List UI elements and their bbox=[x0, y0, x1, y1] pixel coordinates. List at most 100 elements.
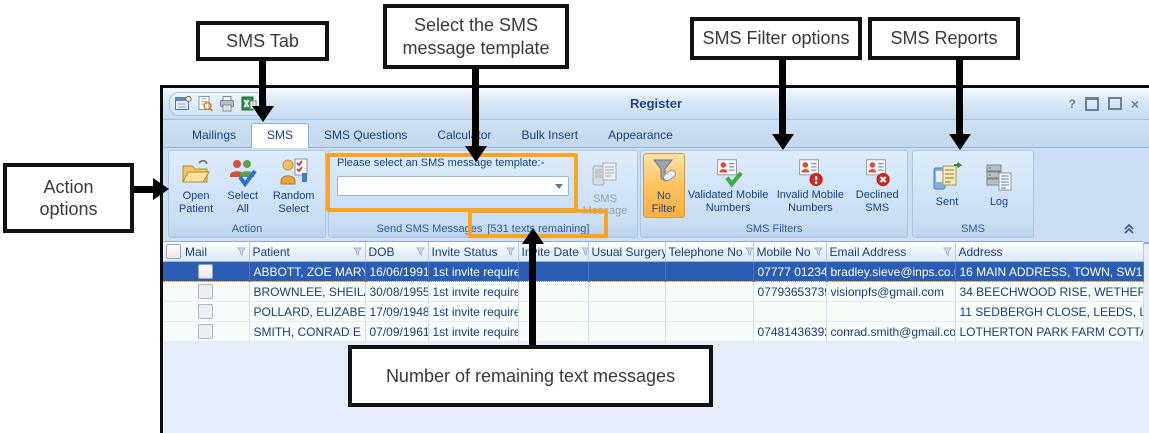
log-label: Log bbox=[989, 196, 1009, 209]
open-folder-icon bbox=[180, 156, 212, 188]
sent-label: Sent bbox=[935, 196, 959, 209]
callout-filter-options-label: SMS Filter options bbox=[702, 28, 850, 49]
app-icon bbox=[174, 95, 192, 113]
filter-funnel-icon[interactable] bbox=[505, 247, 515, 256]
arrow-line-action bbox=[133, 186, 153, 193]
column-header-dob[interactable]: DOB bbox=[365, 242, 429, 262]
column-header-mobile-no[interactable]: Mobile No bbox=[753, 242, 827, 262]
declined-sms-label: Declined SMS bbox=[855, 189, 899, 214]
chevron-down-icon bbox=[555, 183, 563, 189]
callout-action-options: Action options bbox=[3, 163, 134, 233]
sms-group-footer: SMS bbox=[913, 220, 1033, 237]
tab-calculator[interactable]: Calculator bbox=[437, 128, 492, 142]
no-filter-button[interactable]: No Filter bbox=[643, 153, 685, 218]
log-button[interactable]: Log bbox=[981, 160, 1017, 210]
tab-bulk-insert[interactable]: Bulk Insert bbox=[521, 128, 579, 142]
filter-funnel-icon[interactable] bbox=[236, 247, 246, 256]
validated-mobile-numbers-button[interactable]: Validated Mobile Numbers bbox=[685, 155, 772, 216]
row-checkbox[interactable] bbox=[198, 304, 214, 320]
invalid-mobile-numbers-button[interactable]: Invalid Mobile Numbers bbox=[771, 155, 849, 216]
print-icon[interactable] bbox=[218, 95, 236, 113]
action-group: Open Patient Select All Random Select bbox=[168, 150, 326, 238]
callout-template: Select the SMS message template bbox=[383, 4, 569, 69]
collapse-ribbon-icon[interactable] bbox=[1123, 223, 1135, 238]
tab-mailings[interactable]: Mailings bbox=[192, 128, 237, 142]
table-row[interactable]: POLLARD, ELIZABETH17/09/1948 1st invite … bbox=[163, 301, 1144, 322]
select-all-icon bbox=[227, 156, 259, 188]
send-sms-footer-label: Send SMS Messages bbox=[376, 222, 483, 235]
table-header-row: Mail Patient DOB Invite Status Invite Da… bbox=[163, 242, 1144, 262]
window-controls: ? × bbox=[1068, 96, 1139, 112]
filter-funnel-icon[interactable] bbox=[744, 247, 752, 256]
select-all-button[interactable]: Select All bbox=[223, 154, 262, 217]
sms-template-select[interactable] bbox=[337, 176, 569, 196]
close-icon[interactable]: × bbox=[1130, 95, 1139, 112]
sent-button[interactable]: Sent bbox=[929, 160, 965, 210]
select-all-label: Select All bbox=[227, 190, 258, 215]
row-checkbox[interactable] bbox=[198, 264, 214, 280]
arrow-head-filter bbox=[772, 134, 794, 150]
declined-sms-button[interactable]: Declined SMS bbox=[849, 155, 905, 216]
filter-funnel-icon[interactable] bbox=[813, 247, 823, 256]
window-title: Register bbox=[629, 96, 683, 111]
column-header-mail[interactable]: Mail bbox=[163, 242, 250, 262]
open-patient-label: Open Patient bbox=[178, 190, 214, 215]
random-select-label: Random Select bbox=[272, 190, 315, 215]
column-header-email-address[interactable]: Email Address bbox=[826, 242, 956, 262]
callout-sms-tab: SMS Tab bbox=[196, 21, 329, 61]
select-all-checkbox[interactable] bbox=[166, 244, 181, 259]
arrow-head-reports bbox=[949, 134, 971, 150]
row-checkbox[interactable] bbox=[198, 284, 214, 300]
title-bar: Register ? × bbox=[163, 88, 1149, 120]
sms-message-icon bbox=[589, 159, 621, 191]
callout-reports: SMS Reports bbox=[868, 17, 1020, 60]
print-preview-icon[interactable] bbox=[196, 95, 214, 113]
filter-funnel-icon[interactable] bbox=[415, 247, 425, 256]
filter-funnel-icon[interactable] bbox=[942, 247, 952, 256]
arrow-line-sms-tab bbox=[259, 58, 266, 106]
sms-reports-group: Sent Log SMS bbox=[912, 150, 1034, 238]
callout-remaining: Number of remaining text messages bbox=[348, 345, 713, 407]
callout-remaining-label: Number of remaining text messages bbox=[385, 365, 676, 386]
column-header-patient[interactable]: Patient bbox=[249, 242, 366, 262]
validated-mobile-icon bbox=[713, 157, 743, 188]
ribbon: Open Patient Select All Random Select bbox=[163, 148, 1149, 244]
column-header-invite-status[interactable]: Invite Status bbox=[428, 242, 519, 262]
ribbon-tabs: Mailings SMS SMS Questions Calculator Bu… bbox=[163, 120, 1149, 148]
no-filter-label: No Filter bbox=[651, 190, 677, 215]
open-patient-button[interactable]: Open Patient bbox=[169, 154, 223, 217]
random-select-icon bbox=[278, 156, 310, 188]
validated-mobile-label: Validated Mobile Numbers bbox=[687, 189, 769, 214]
send-sms-group: Please select an SMS message template:- … bbox=[328, 150, 638, 238]
action-group-footer: Action bbox=[169, 220, 325, 237]
patient-table: Mail Patient DOB Invite Status Invite Da… bbox=[163, 241, 1144, 342]
row-checkbox[interactable] bbox=[198, 324, 214, 340]
column-header-usual-surgery[interactable]: Usual Surgery bbox=[588, 242, 666, 262]
column-header-address[interactable]: Address bbox=[955, 242, 1144, 262]
column-header-telephone-no[interactable]: Telephone No bbox=[665, 242, 754, 262]
no-filter-icon bbox=[648, 156, 680, 188]
restore-icon[interactable] bbox=[1084, 96, 1099, 111]
filter-funnel-icon[interactable] bbox=[352, 247, 362, 256]
callout-template-label: Select the SMS message template bbox=[402, 15, 550, 58]
random-select-button[interactable]: Random Select bbox=[262, 154, 325, 217]
tab-appearance[interactable]: Appearance bbox=[608, 128, 673, 142]
filter-funnel-icon[interactable] bbox=[580, 247, 587, 256]
sent-icon bbox=[931, 162, 963, 194]
arrow-line-remaining bbox=[529, 244, 536, 347]
log-icon bbox=[983, 162, 1015, 194]
callout-filter-options: SMS Filter options bbox=[690, 17, 862, 60]
help-icon[interactable]: ? bbox=[1068, 96, 1076, 111]
arrow-line-filter bbox=[779, 58, 786, 134]
callout-reports-label: SMS Reports bbox=[890, 28, 998, 49]
maximize-icon[interactable] bbox=[1107, 97, 1122, 110]
sms-filters-group-footer: SMS Filters bbox=[641, 220, 907, 237]
callout-action-options-label: Action options bbox=[39, 176, 98, 220]
tab-sms-questions[interactable]: SMS Questions bbox=[324, 128, 408, 142]
invalid-mobile-icon bbox=[795, 157, 825, 187]
tab-sms[interactable]: SMS bbox=[251, 123, 310, 148]
